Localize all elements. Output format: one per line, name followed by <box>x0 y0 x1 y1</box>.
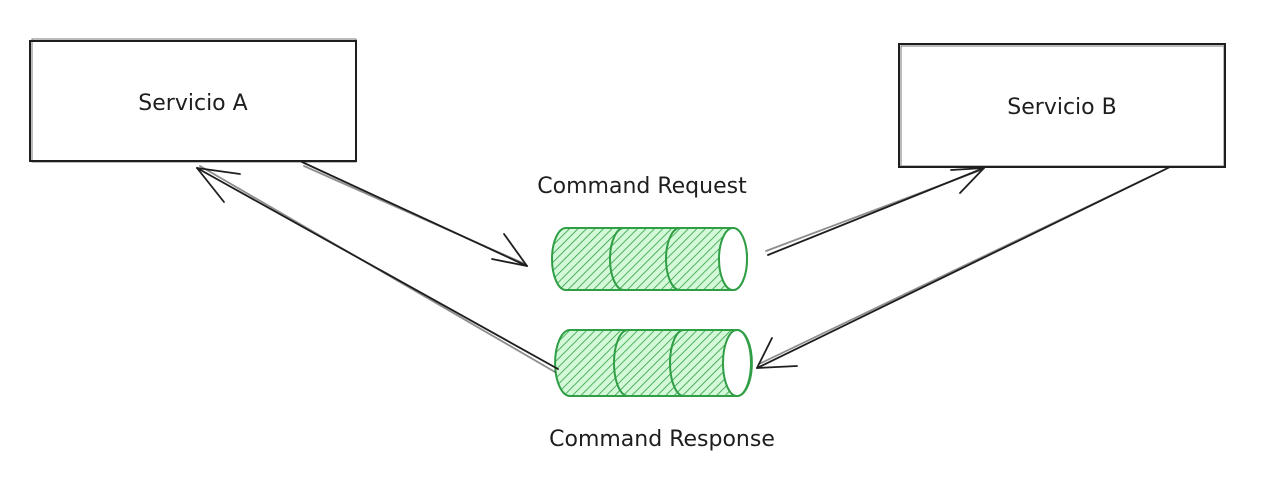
service-a-node[interactable]: Servicio A <box>29 38 357 163</box>
response-queue[interactable] <box>554 329 753 397</box>
response-queue-segment <box>613 329 629 397</box>
response-queue-segment <box>669 329 685 397</box>
request-queue-segment <box>665 227 681 291</box>
request-queue-label: Command Request <box>537 174 747 199</box>
arrow-response-to-a <box>196 165 559 373</box>
arrow-request-to-b <box>765 167 985 256</box>
request-queue-segment <box>609 227 625 291</box>
service-a-label: Servicio A <box>138 91 247 116</box>
request-queue-end <box>718 227 748 291</box>
response-queue-label: Command Response <box>549 427 775 452</box>
request-queue[interactable] <box>551 227 748 291</box>
service-b-label: Servicio B <box>1007 95 1116 120</box>
service-b-node[interactable]: Servicio B <box>898 43 1226 168</box>
arrow-b-to-response <box>756 166 1171 369</box>
response-queue-end <box>722 329 752 397</box>
arrow-a-to-request <box>301 161 528 267</box>
